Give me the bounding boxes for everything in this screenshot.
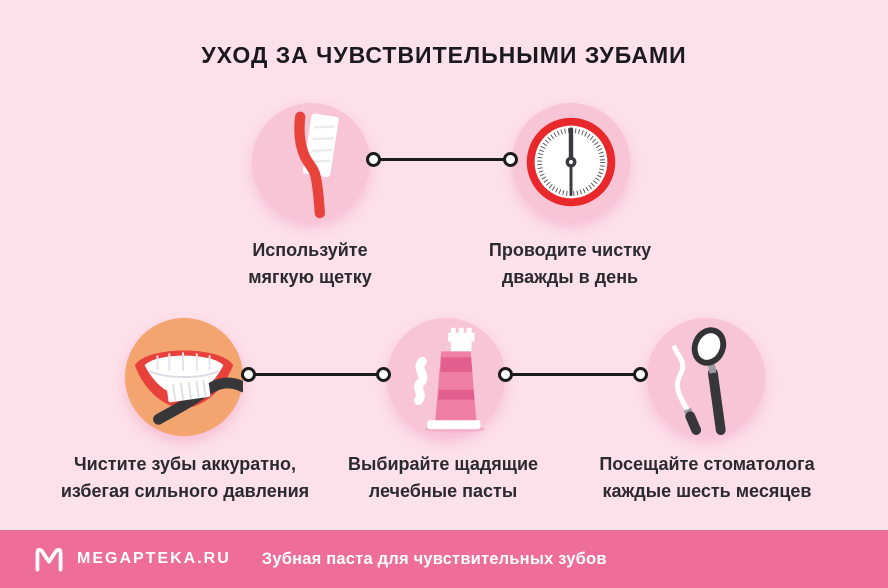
connector-dot [366,152,381,167]
step-label-line: мягкую щетку [248,267,372,287]
step-label-gentle-paste: Выбирайте щадящие лечебные пасты [293,451,593,505]
connector-line [498,367,648,382]
smile-toothbrush-icon [134,350,243,425]
step-label-line: Посещайте стоматолога [599,454,815,474]
step-circle-twice-daily [512,103,630,221]
toothbrush-icon [294,111,339,219]
step-label-line: избегая сильного давления [60,481,310,501]
connector-dot [633,367,648,382]
step-label-gentle-brushing: Чистите зубы аккуратно, избегая сильного… [23,451,347,505]
step-label-line: лечебные пасты [368,481,518,501]
connector-line [241,367,391,382]
megapteka-logo-icon [35,547,63,572]
connector-dot [241,367,256,382]
step-label-twice-daily: Проводите чистку дважды в день [420,237,720,291]
footer-bar: MEGAPTEKA.RU Зубная паста для чувствител… [0,530,888,588]
clock-icon [526,117,616,207]
step-label-line: дважды в день [501,267,639,287]
step-label-line: каждые шесть месяцев [602,481,812,501]
connector-dot [376,367,391,382]
step-label-line: Выбирайте щадящие [347,454,539,474]
step-circle-soft-brush [252,103,370,221]
footer-tagline: Зубная паста для чувствительных зубов [261,549,607,568]
connector-line [366,152,518,167]
step-label-line: Используйте [252,240,368,260]
step-circle-gentle-brushing [125,318,243,436]
connector-dot [498,367,513,382]
step-label-line: Проводите чистку [488,240,652,260]
step-label-dentist-visit: Посещайте стоматолога каждые шесть месяц… [553,451,861,505]
connector-dot [503,152,518,167]
page-title: УХОД ЗА ЧУВСТВИТЕЛЬНЫМИ ЗУБАМИ [201,42,687,68]
step-label-soft-brush: Используйте мягкую щетку [160,237,460,291]
dental-instruments-icon [672,327,727,436]
step-label-line: Чистите зубы аккуратно, [74,454,296,474]
toothpaste-tube-icon [414,327,486,433]
step-circle-dentist-visit [647,318,765,436]
footer-brand: MEGAPTEKA.RU [77,550,231,567]
step-circle-gentle-paste [387,318,505,436]
